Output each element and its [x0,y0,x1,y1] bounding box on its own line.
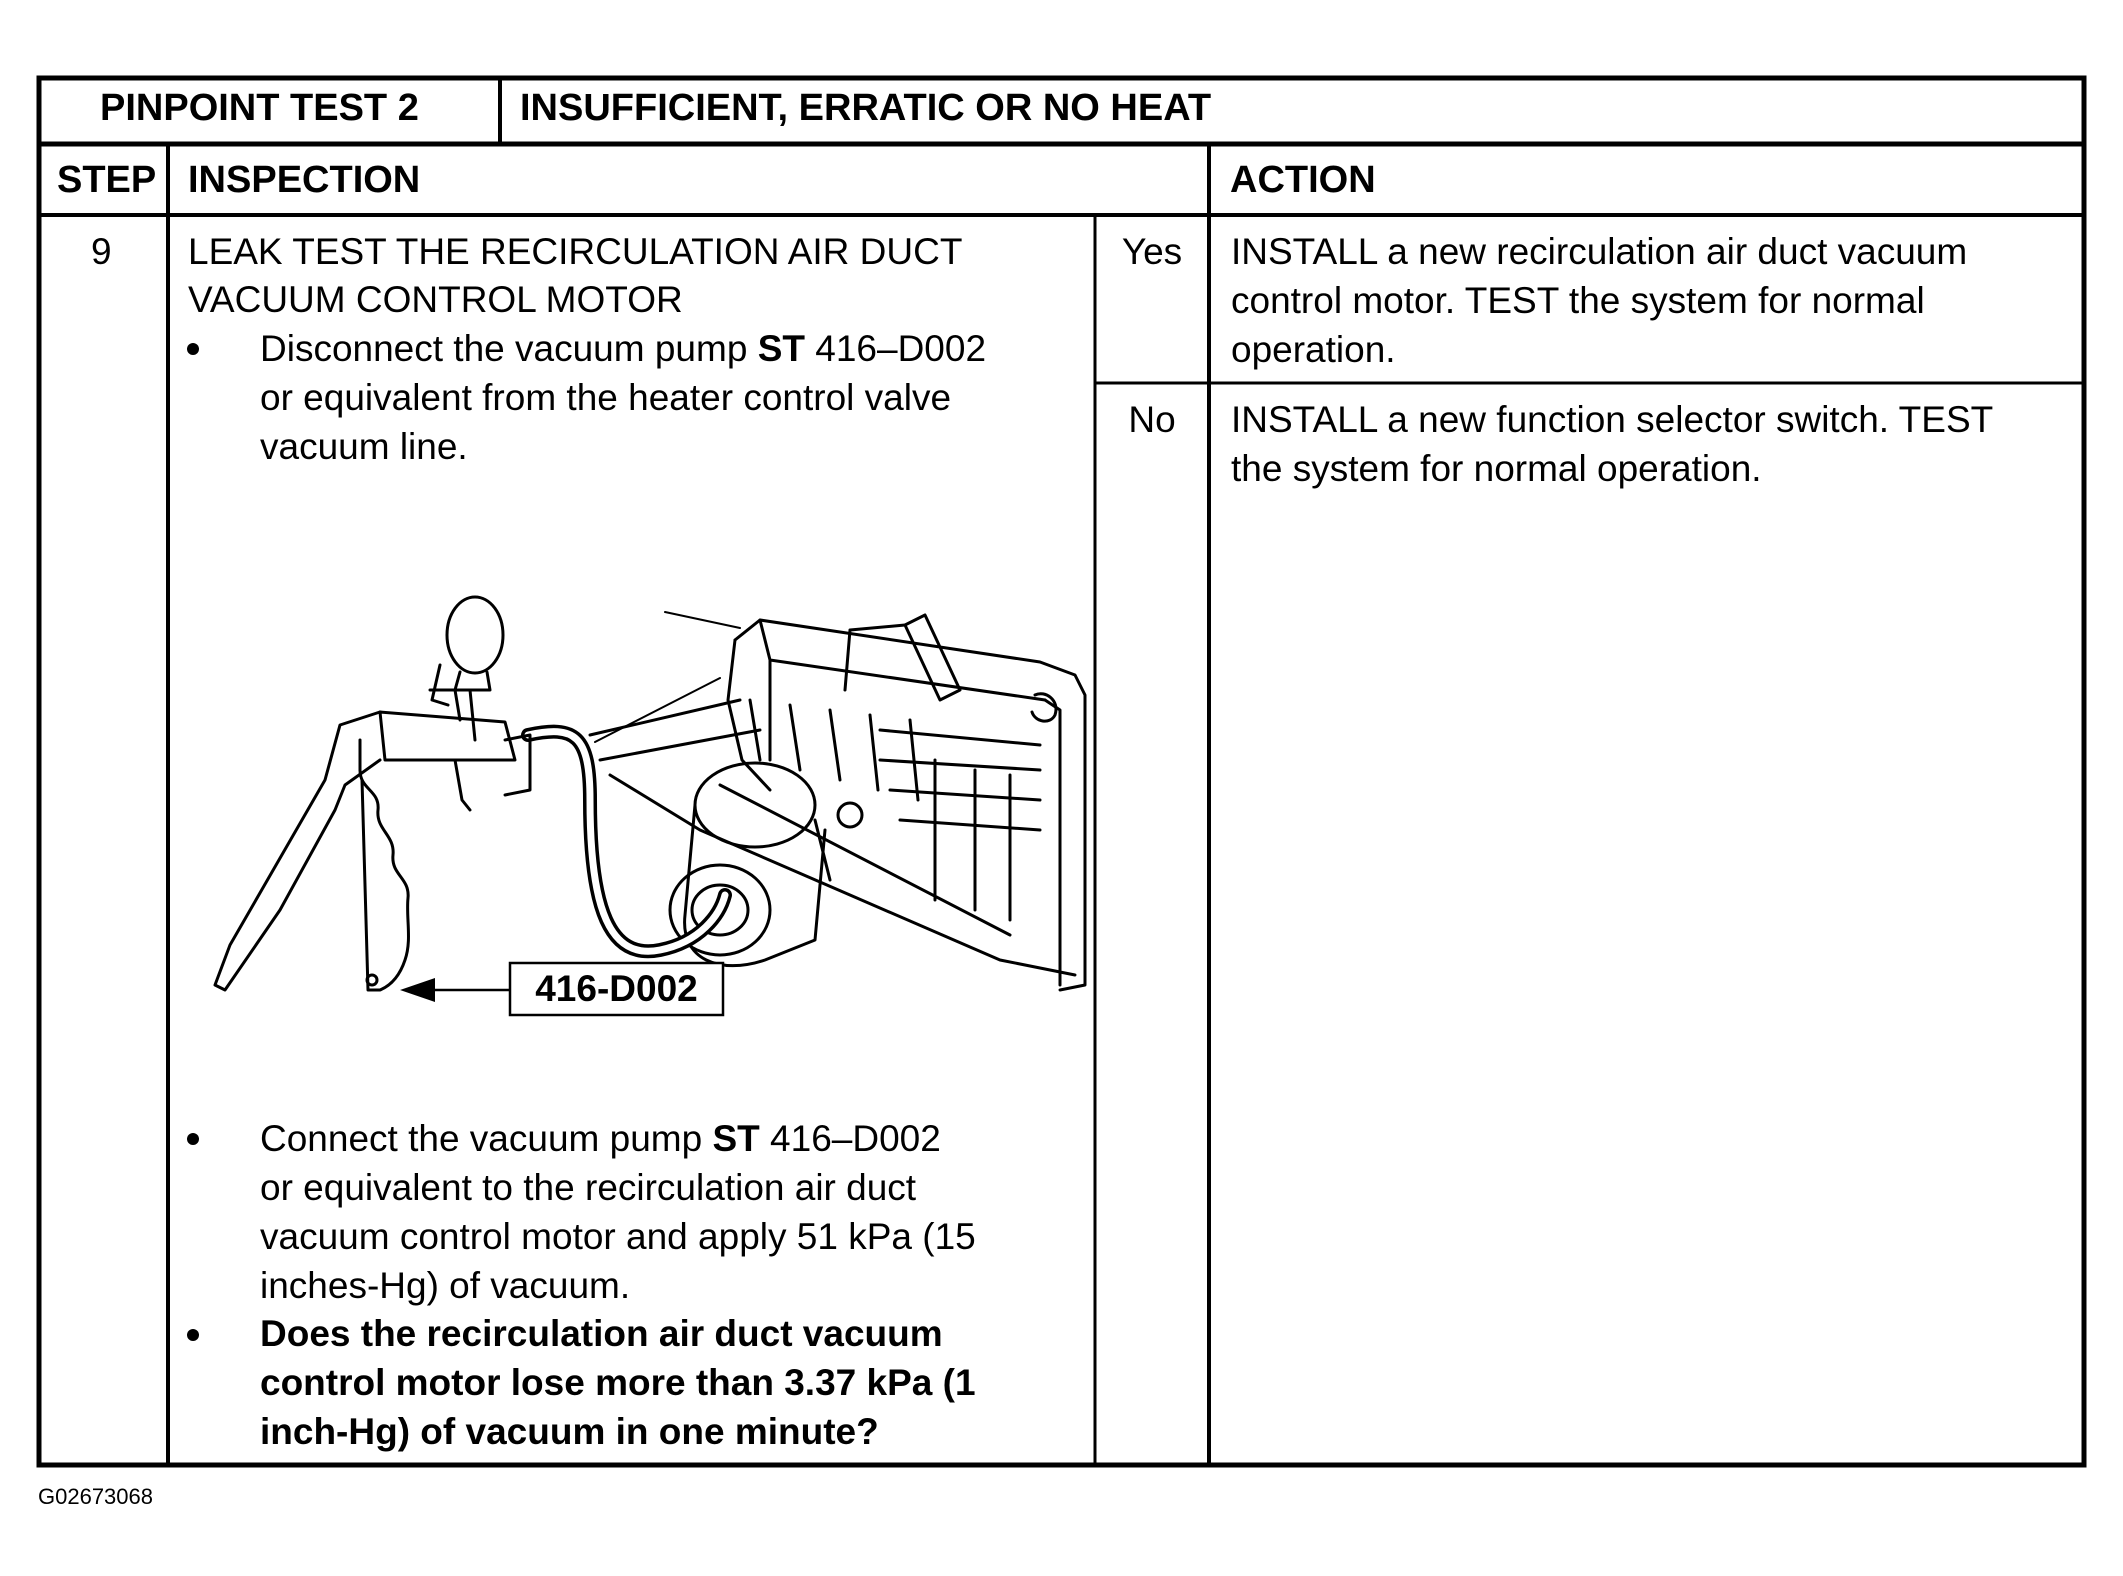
column-header-action: ACTION [1230,159,1376,201]
bullet1-line1-bold: ST [757,328,805,369]
bullet-icon [187,343,199,355]
inspection-title-line2: VACUUM CONTROL MOTOR [188,279,683,320]
bullet1-line1-pre: Disconnect the vacuum pump [260,328,758,369]
action-yes-line3: operation. [1231,329,1396,370]
bullet-icon [187,1329,199,1341]
figure-id: G02673068 [38,1484,153,1509]
bullet2-line2: or equivalent to the recirculation air d… [260,1167,917,1208]
answer-no-label: No [1128,399,1176,440]
bullet2-line1-post: 416–D002 [759,1118,941,1159]
bullet3-line2: control motor lose more than 3.37 kPa (1 [260,1362,976,1403]
action-yes-line1: INSTALL a new recirculation air duct vac… [1231,231,1968,272]
pinpoint-test-title: INSUFFICIENT, ERRATIC OR NO HEAT [520,87,1212,129]
step-number: 9 [91,231,112,272]
column-header-step: STEP [57,159,157,201]
action-yes-line2: control motor. TEST the system for norma… [1231,280,1925,321]
answer-yes-label: Yes [1121,231,1183,272]
action-no-line2: the system for normal operation. [1231,448,1762,489]
bullet3-line1: Does the recirculation air duct vacuum [260,1313,943,1354]
pinpoint-test-label: PINPOINT TEST 2 [100,87,419,129]
column-header-inspection: INSPECTION [188,159,421,201]
bullet1-line1-post: 416–D002 [804,328,987,369]
bullet2-line1-bold: ST [712,1118,760,1159]
bullet3-line3: inch-Hg) of vacuum in one minute? [260,1411,879,1452]
action-no-line1: INSTALL a new function selector switch. … [1231,399,1994,440]
bullet1-line3: vacuum line. [260,426,468,467]
bullet1-line2: or equivalent from the heater control va… [260,377,952,418]
bullet2-line3: vacuum control motor and apply 51 kPa (1… [260,1216,976,1257]
bullet2-line4: inches-Hg) of vacuum. [260,1265,631,1306]
bullet-icon [187,1133,199,1145]
figure-callout-label: 416-D002 [535,968,698,1009]
inspection-title-line1: LEAK TEST THE RECIRCULATION AIR DUCT [188,231,963,272]
bullet2-line1-pre: Connect the vacuum pump [260,1118,713,1159]
